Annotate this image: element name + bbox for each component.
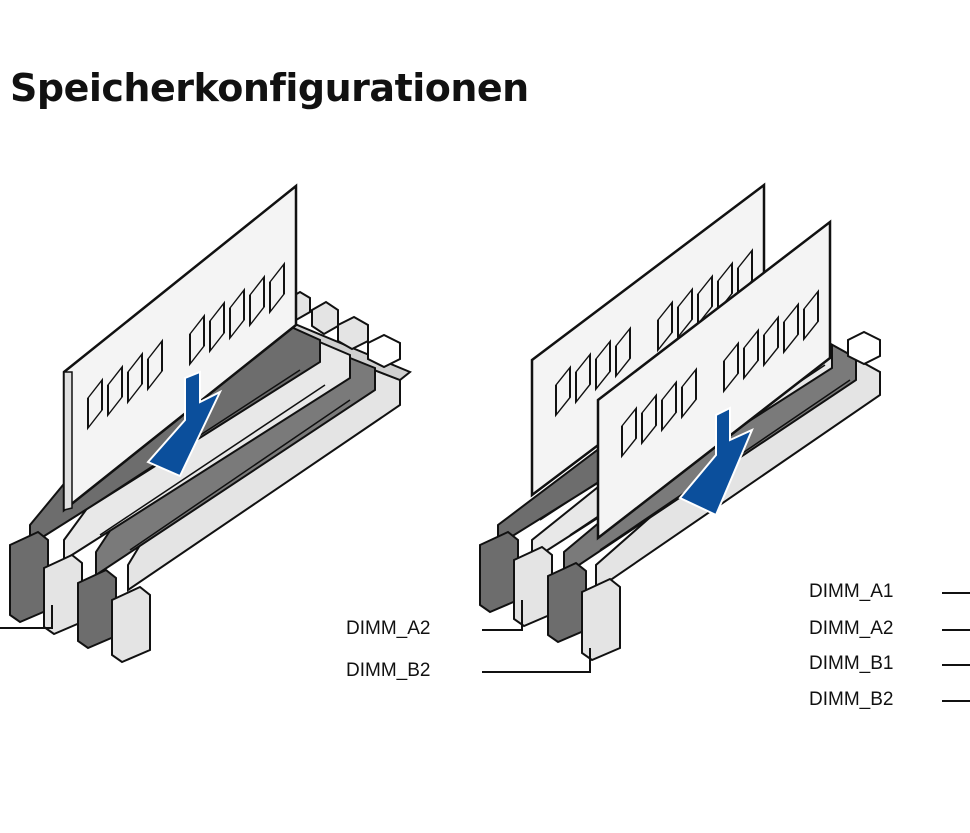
- memory-module-left: [62, 183, 298, 513]
- label-dimm-a2-right: DIMM_A2: [809, 618, 894, 639]
- insert-arrow-middle-icon: [678, 406, 754, 517]
- insert-arrow-left-icon: [146, 370, 223, 478]
- leader-line-dimm-b2: [482, 648, 591, 673]
- label-dimm-b2-middle: DIMM_B2: [346, 660, 431, 681]
- middle-front-latches: [479, 530, 621, 662]
- page-title: e Speicherkonfigurationen: [0, 66, 529, 110]
- label-dimm-b1-right: DIMM_B1: [809, 653, 894, 674]
- memory-module-middle-front: [596, 219, 832, 541]
- label-dimm-b2-right: DIMM_B2: [809, 689, 894, 710]
- right-legend-dashes: [942, 592, 970, 702]
- left-memory-slots: [0, 183, 412, 664]
- leader-line-dimm-a2: [482, 600, 523, 631]
- left-front-latches: [9, 530, 151, 664]
- label-dimm-a1-right: DIMM_A1: [809, 581, 894, 602]
- label-dimm-a2-middle: DIMM_A2: [346, 618, 431, 639]
- middle-memory-slots: [479, 182, 881, 673]
